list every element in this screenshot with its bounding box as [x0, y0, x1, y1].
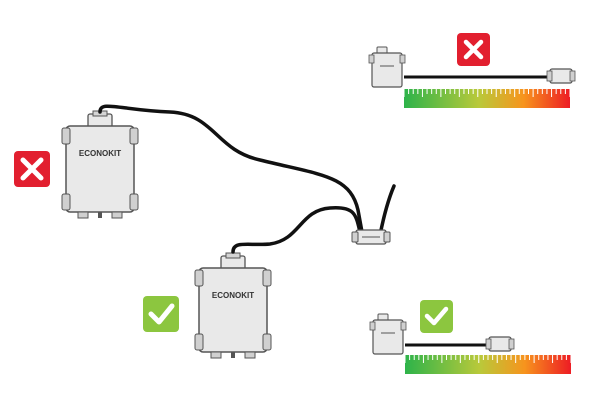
- wrong-badge-large: [14, 151, 50, 187]
- device-large-correct: ECONOKIT: [194, 252, 272, 359]
- short-cable: [231, 206, 362, 254]
- check-mark-icon: [148, 303, 175, 325]
- correct-badge-small: [420, 300, 453, 333]
- exit-cable: [378, 184, 396, 237]
- device-brand-label: ECONOKIT: [212, 291, 254, 300]
- gauge-ticks-short: [404, 355, 572, 363]
- cross-mark-icon: [463, 39, 484, 60]
- device-brand-label: ECONOKIT: [79, 149, 121, 158]
- device-large-wrong: ECONOKIT: [61, 110, 139, 219]
- example-long-cable: [368, 33, 576, 108]
- cross-mark-icon: [20, 157, 44, 181]
- gauge-ticks-long: [403, 89, 571, 97]
- correct-badge-large: [143, 296, 179, 332]
- example-short-cable: [369, 300, 572, 374]
- receiver-unit: [351, 229, 391, 245]
- long-cable: [98, 104, 364, 234]
- cables: [98, 104, 396, 254]
- check-mark-icon: [424, 306, 449, 326]
- wrong-badge-small: [457, 33, 490, 66]
